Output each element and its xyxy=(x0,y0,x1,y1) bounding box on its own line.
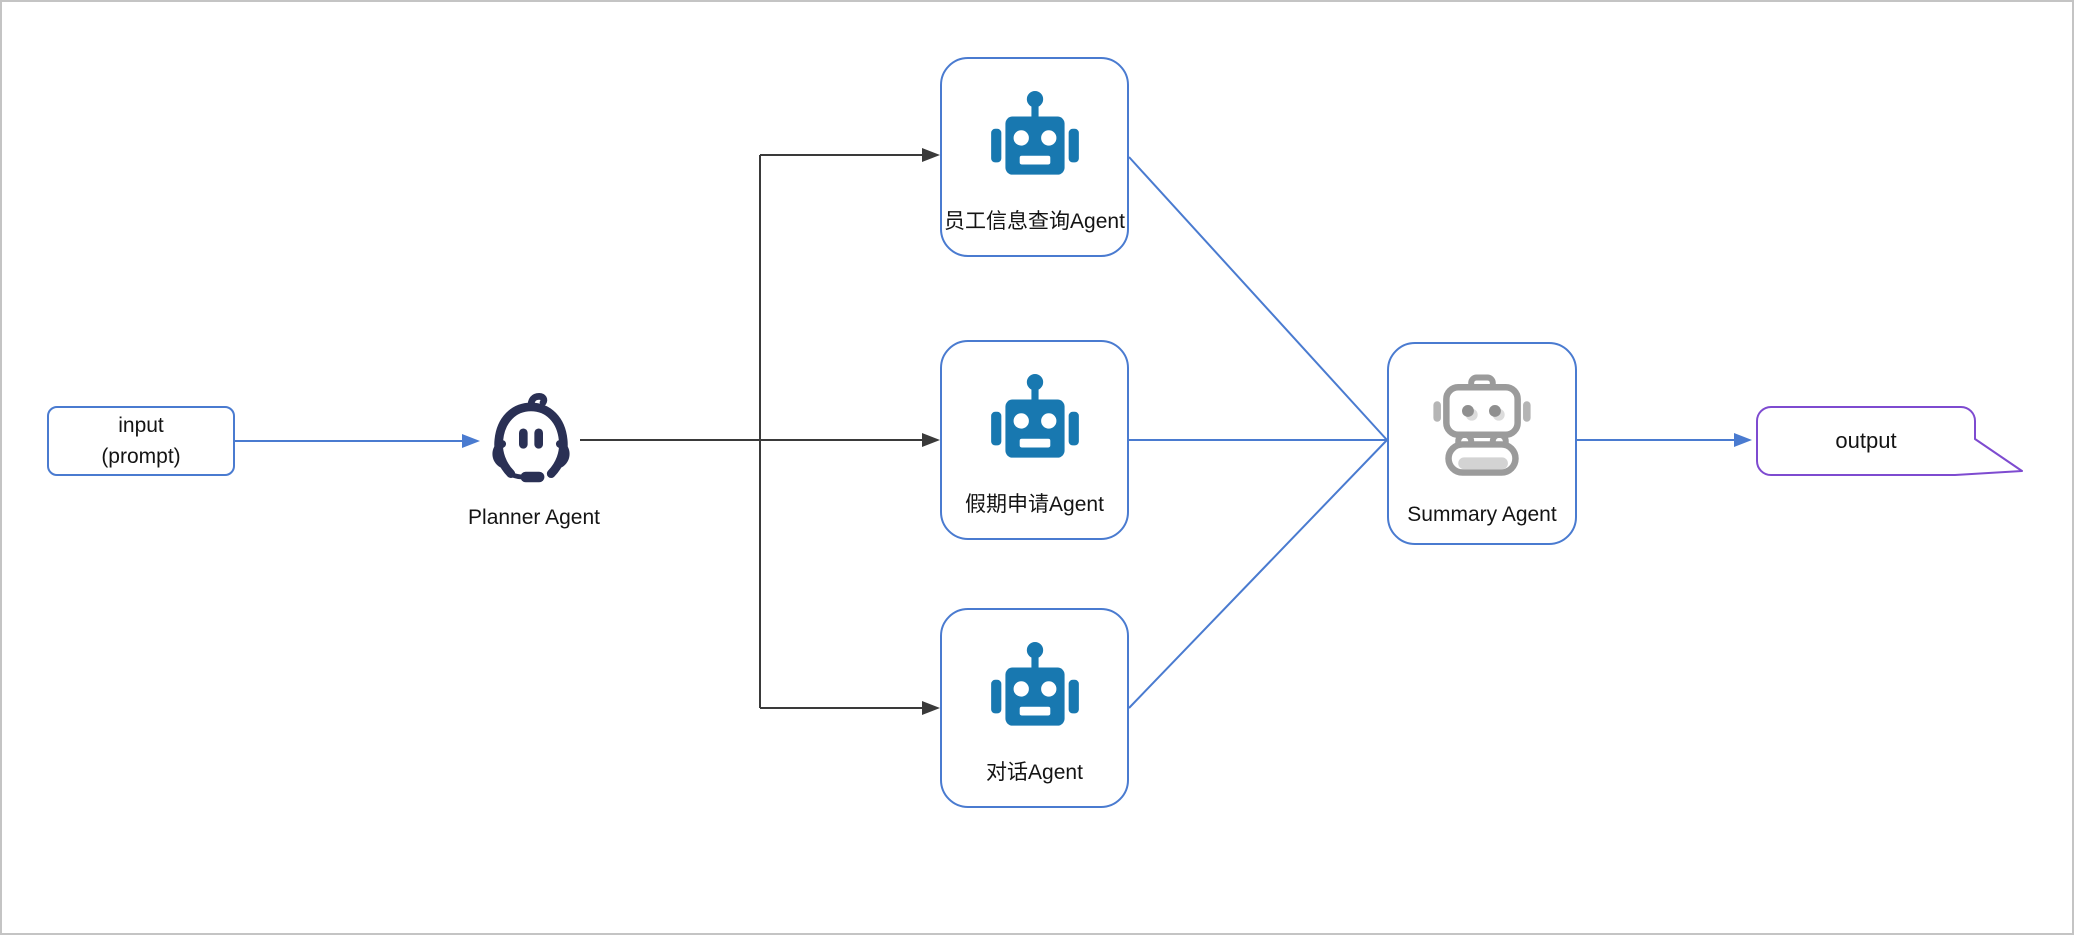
output-node[interactable]: output xyxy=(1757,407,1975,475)
summary-robot-icon xyxy=(1433,374,1531,476)
input-node[interactable]: input (prompt) xyxy=(47,406,235,476)
output-node-label: output xyxy=(1835,428,1897,453)
summary-agent-label: Summary Agent xyxy=(1407,503,1557,526)
arrowhead-to-chat xyxy=(922,701,940,715)
agent-node-label: 假期申请Agent xyxy=(965,493,1104,516)
planner-headset-bot-icon xyxy=(492,392,570,483)
agent-node-employee-info-query[interactable]: 员工信息查询Agent xyxy=(940,57,1129,257)
agent-node-label: 员工信息查询Agent xyxy=(944,210,1125,233)
robot-icon xyxy=(990,642,1079,726)
input-node-line2: (prompt) xyxy=(101,445,181,468)
summary-agent-node[interactable]: Summary Agent xyxy=(1387,342,1577,545)
agent-node-label: 对话Agent xyxy=(986,761,1083,784)
arrowhead-summary-to-output xyxy=(1734,433,1752,447)
planner-agent-node[interactable] xyxy=(483,392,579,489)
edge-chat-to-summary xyxy=(1128,439,1388,709)
output-speech-bubble-shape xyxy=(1756,406,2023,476)
input-node-line1: input xyxy=(118,413,164,437)
arrowhead-to-employee-info xyxy=(922,148,940,162)
arrowhead-input-to-planner xyxy=(462,434,480,448)
robot-icon xyxy=(990,374,1079,458)
edge-employee-info-to-summary xyxy=(1128,156,1388,441)
agent-node-chat[interactable]: 对话Agent xyxy=(940,608,1129,808)
planner-agent-label: Planner Agent xyxy=(468,506,600,529)
robot-icon xyxy=(990,91,1079,175)
agent-node-leave-request[interactable]: 假期申请Agent xyxy=(940,340,1129,540)
arrowhead-to-leave-request xyxy=(922,433,940,447)
